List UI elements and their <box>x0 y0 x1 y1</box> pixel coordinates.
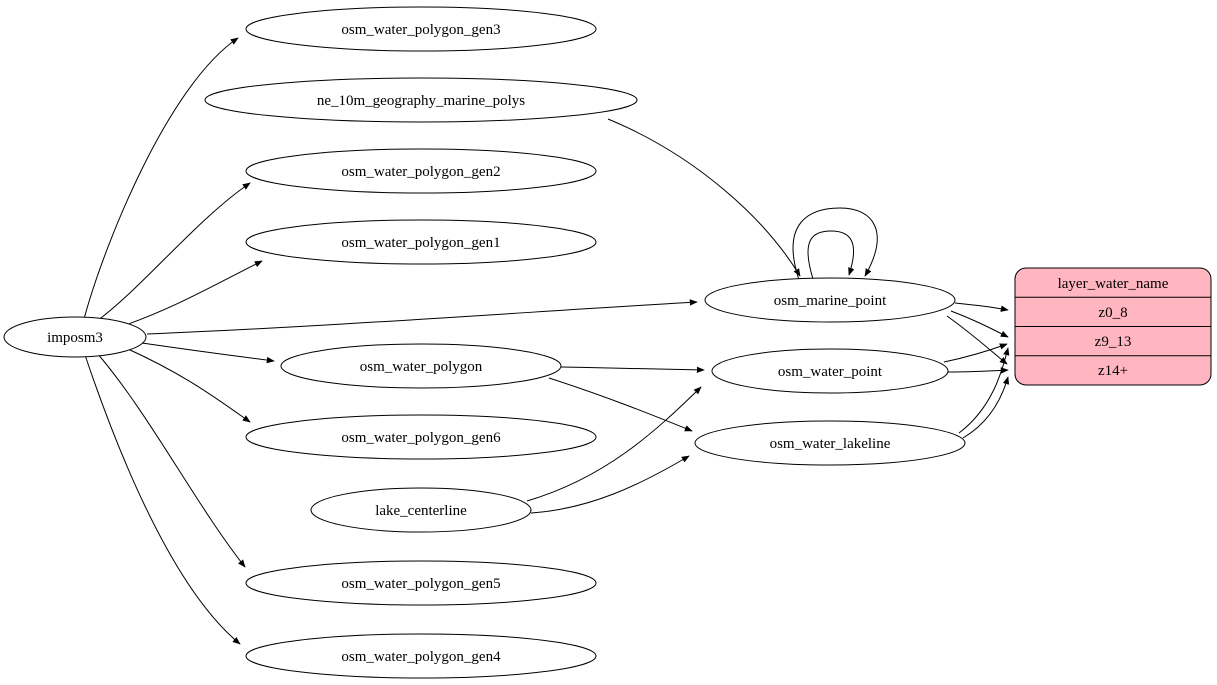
edge-lake-centerline-to-osm-water-point <box>526 386 702 502</box>
node-lake-centerline: lake_centerline <box>310 487 532 533</box>
edge-imposm3-to-osm-water-polygon-gen3 <box>83 37 239 320</box>
node-osm-water-polygon-gen4: osm_water_polygon_gen4 <box>245 633 597 679</box>
node-osm-water-polygon: osm_water_polygon <box>280 343 562 389</box>
record-title: layer_water_name <box>1058 276 1169 292</box>
node-label-osm-water-polygon: osm_water_polygon <box>360 359 483 375</box>
edge-osm-water-lakeline-to-z9-13 <box>958 347 1010 434</box>
edge-osm-marine-point-to-z14 <box>946 315 1008 365</box>
edge-osm-water-lakeline-to-z14 <box>962 376 1010 439</box>
node-label-osm-water-lakeline: osm_water_lakeline <box>770 436 891 452</box>
node-label-osm-water-polygon-gen1: osm_water_polygon_gen1 <box>341 235 500 251</box>
edge-osm-marine-point-self-loop-2 <box>792 207 878 281</box>
edge-imposm3-to-osm-water-polygon-gen1 <box>119 260 263 328</box>
node-osm-water-point: osm_water_point <box>711 348 949 394</box>
node-osm-water-lakeline: osm_water_lakeline <box>694 420 966 466</box>
record-row-z14: z14+ <box>1098 363 1128 379</box>
edge-osm-marine-point-self-loop-1 <box>807 230 855 280</box>
edge-osm-water-point-to-z14 <box>947 367 1009 374</box>
node-label-osm-water-polygon-gen4: osm_water_polygon_gen4 <box>341 649 501 665</box>
edge-imposm3-to-osm-water-polygon-gen6 <box>127 348 251 423</box>
node-label-osm-water-point: osm_water_point <box>778 364 883 380</box>
node-osm-water-polygon-gen6: osm_water_polygon_gen6 <box>245 414 597 460</box>
node-osm-marine-point: osm_marine_point <box>704 277 956 323</box>
node-osm-water-polygon-gen1: osm_water_polygon_gen1 <box>245 219 597 265</box>
node-imposm3: imposm3 <box>3 316 147 358</box>
node-label-ne-10m-geography-marine-polys: ne_10m_geography_marine_polys <box>317 93 525 109</box>
node-label-osm-water-polygon-gen5: osm_water_polygon_gen5 <box>341 576 500 592</box>
record-row-z0-8: z0_8 <box>1098 305 1127 321</box>
edge-osm-water-polygon-to-osm-water-lakeline <box>548 377 693 432</box>
node-layer-water-name-record: layer_water_name z0_8 z9_13 z14+ <box>1014 267 1212 386</box>
edge-imposm3-to-osm-water-polygon-gen5 <box>96 352 246 568</box>
node-osm-water-polygon-gen2: osm_water_polygon_gen2 <box>245 148 597 194</box>
edge-osm-marine-point-to-z9-13 <box>950 310 1009 338</box>
node-label-osm-marine-point: osm_marine_point <box>774 293 887 309</box>
node-ne-10m-geography-marine-polys: ne_10m_geography_marine_polys <box>204 77 638 123</box>
node-label-osm-water-polygon-gen6: osm_water_polygon_gen6 <box>341 430 501 446</box>
node-label-osm-water-polygon-gen2: osm_water_polygon_gen2 <box>341 164 500 180</box>
node-label-lake-centerline: lake_centerline <box>375 503 467 519</box>
edge-ne10m-to-osm-marine-point <box>607 118 801 277</box>
edge-imposm3-to-osm-water-polygon-gen4 <box>84 354 241 645</box>
edge-imposm3-to-osm-water-polygon <box>141 342 275 364</box>
edge-osm-marine-point-to-z0-8 <box>954 302 1009 312</box>
node-osm-water-polygon-gen3: osm_water_polygon_gen3 <box>245 6 597 52</box>
node-osm-water-polygon-gen5: osm_water_polygon_gen5 <box>245 560 597 606</box>
nodes-group: imposm3 osm_water_polygon_gen3 ne_10m_ge… <box>3 6 1212 679</box>
edge-imposm3-to-osm-marine-point <box>146 299 698 335</box>
node-label-imposm3: imposm3 <box>47 330 103 346</box>
edge-osm-water-polygon-to-osm-water-point <box>560 366 705 374</box>
node-label-osm-water-polygon-gen3: osm_water_polygon_gen3 <box>341 22 500 38</box>
edge-lake-centerline-to-osm-water-lakeline <box>530 455 690 514</box>
edges-group <box>83 37 1010 645</box>
edge-imposm3-to-osm-water-polygon-gen2 <box>96 182 251 322</box>
record-row-z9-13: z9_13 <box>1095 334 1132 350</box>
edge-osm-water-point-to-z9-13 <box>943 343 1008 363</box>
